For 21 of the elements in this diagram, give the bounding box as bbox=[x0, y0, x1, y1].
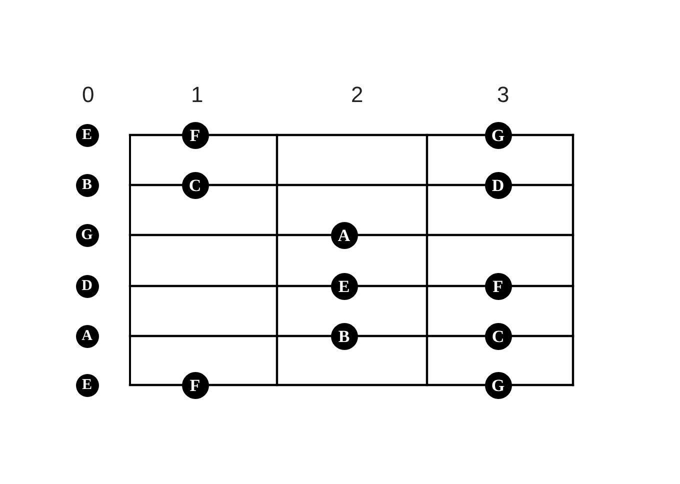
note-marker: G bbox=[484, 372, 512, 398]
note-marker: F bbox=[484, 272, 512, 300]
note-marker: D bbox=[484, 172, 512, 198]
note-marker: C bbox=[182, 172, 208, 198]
open-string-marker: D bbox=[76, 274, 98, 298]
note-marker: A bbox=[330, 222, 358, 248]
note-marker: F bbox=[182, 122, 208, 148]
open-string-marker: E bbox=[76, 124, 98, 146]
fret-number: 3 bbox=[497, 84, 510, 106]
note-marker: C bbox=[484, 322, 512, 350]
fret-number: 0 bbox=[82, 84, 94, 106]
fret-number: 2 bbox=[351, 84, 364, 106]
open-string-marker: A bbox=[76, 324, 98, 348]
open-string-marker: E bbox=[76, 374, 98, 396]
note-marker: E bbox=[330, 272, 358, 300]
note-marker: F bbox=[182, 372, 208, 398]
fret-number: 1 bbox=[191, 84, 204, 106]
note-marker: B bbox=[330, 322, 358, 350]
open-string-marker: B bbox=[76, 174, 98, 196]
open-string-marker: G bbox=[76, 224, 98, 246]
note-marker: G bbox=[484, 122, 512, 148]
